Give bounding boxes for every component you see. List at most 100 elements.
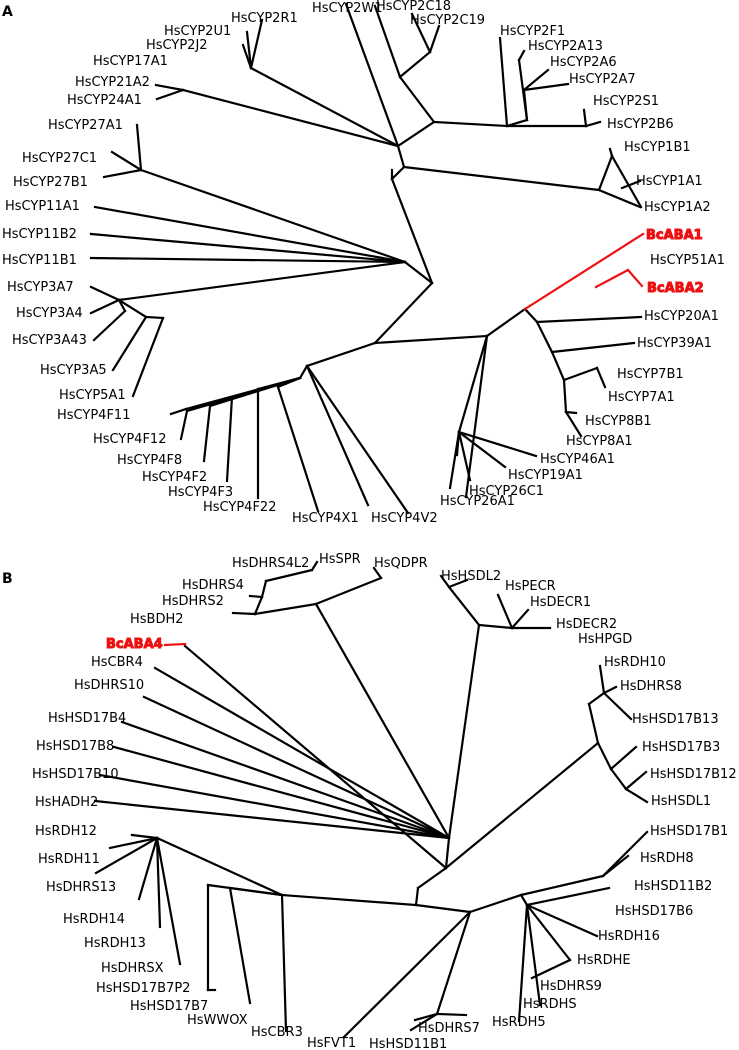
leaf-label: HsCYP2F1	[500, 24, 565, 39]
leaf-label: HsCYP27C1	[22, 151, 97, 166]
panel-b: B	[2, 552, 737, 1050]
leaf-label: HsCYP3A43	[12, 333, 87, 348]
leaf-label: HsDHRSX	[101, 961, 164, 976]
leaf-label: HsRDH11	[38, 852, 100, 867]
leaf-label: HsCYP2A7	[569, 72, 636, 87]
leaf-label: HsDHRS8	[620, 679, 682, 694]
leaf-label: HsDHRS9	[540, 979, 602, 994]
leaf-label: HsRDH5	[492, 1015, 546, 1030]
leaf-label: HsCYP2R1	[231, 11, 298, 26]
leaf-label: HsDHRS4	[182, 578, 244, 593]
leaf-label: HsDHRS7	[418, 1021, 480, 1036]
leaf-label: HsHSDL2	[441, 569, 501, 584]
leaf-label: HsCYP4F22	[203, 500, 276, 515]
leaf-label: HsCYP4F8	[117, 453, 182, 468]
leaf-label: HsRDHS	[523, 997, 577, 1012]
leaf-label: HsHSD17B6	[615, 904, 693, 919]
leaf-label: HsHSD17B7P2	[96, 981, 190, 996]
leaf-label: HsQDPR	[374, 556, 428, 571]
leaf-label: HsPECR	[505, 579, 556, 594]
panel-b-label: B	[2, 571, 13, 587]
leaf-label: HsFVT1	[307, 1036, 356, 1050]
leaf-label: HsCYP26C1	[469, 484, 544, 499]
leaf-label: HsCYP27B1	[13, 175, 88, 190]
leaf-label: HsCYP11B1	[2, 253, 77, 268]
leaf-label: HsRDH8	[640, 851, 694, 866]
leaf-label: HsCYP2B6	[607, 117, 674, 132]
leaf-label: HsCBR3	[251, 1025, 303, 1040]
leaf-label: HsHSD17B7	[130, 999, 208, 1014]
leaf-label: HsCYP1A1	[636, 174, 703, 189]
leaf-label: HsCYP5A1	[59, 388, 126, 403]
leaf-label: HsHSD17B10	[32, 767, 119, 782]
leaf-label: HsDECR2	[556, 617, 617, 632]
leaf-label: HsCYP4F3	[168, 485, 233, 500]
leaf-label: HsCYP8B1	[585, 414, 652, 429]
leaf-label: HsRDH10	[604, 655, 666, 670]
leaf-label: HsCYP1A2	[644, 200, 711, 215]
leaf-label: HsHSD17B3	[642, 740, 720, 755]
leaf-label: HsCYP7B1	[617, 367, 684, 382]
leaf-label: HsHSD11B2	[634, 879, 712, 894]
leaf-label: HsCYP2C19	[410, 13, 485, 28]
leaf-label: HsWWOX	[187, 1013, 248, 1028]
leaf-label: HsDHRS10	[74, 678, 144, 693]
leaf-label: HsCYP11A1	[5, 199, 80, 214]
panel-a-label: A	[2, 4, 13, 20]
leaf-label: HsCYP4V2	[371, 511, 438, 526]
highlighted-leaf-label: BcABA1	[646, 228, 703, 243]
leaf-label: HsCYP4F11	[57, 408, 130, 423]
leaf-label: HsCYP2U1	[164, 24, 231, 39]
leaf-label: HsRDH14	[63, 912, 125, 927]
leaf-label: HsCYP2W1	[312, 1, 383, 16]
leaf-label: HsCBR4	[91, 655, 143, 670]
leaf-label: HsCYP19A1	[508, 468, 583, 483]
leaf-label: HsDHRS13	[46, 880, 116, 895]
leaf-label: HsCYP2S1	[593, 94, 659, 109]
highlighted-leaf-label: BcABA4	[106, 637, 163, 652]
leaf-label: HsCYP17A1	[93, 54, 168, 69]
leaf-label: HsCYP2A6	[550, 55, 617, 70]
leaf-label: HsHPGD	[578, 632, 632, 647]
tree-a-branches	[89, 2, 645, 515]
leaf-label: HsRDH16	[598, 929, 660, 944]
leaf-label: HsCYP3A4	[16, 306, 83, 321]
leaf-label: HsSPR	[319, 552, 361, 567]
leaf-label: HsHSD17B8	[36, 739, 114, 754]
leaf-label: HsCYP4F2	[142, 470, 207, 485]
leaf-label: HsCYP21A2	[75, 75, 150, 90]
leaf-label: HsDHRS2	[162, 594, 224, 609]
leaf-label: HsHSD17B13	[632, 712, 719, 727]
leaf-label: HsCYP27A1	[48, 118, 123, 133]
tree-b-branches	[93, 560, 649, 1039]
leaf-label: HsCYP3A5	[40, 363, 107, 378]
leaf-label: HsCYP4F12	[93, 432, 166, 447]
leaf-label: HsCYP2J2	[146, 38, 208, 53]
leaf-label: HsCYP2A13	[528, 39, 603, 54]
leaf-label: HsDECR1	[530, 595, 591, 610]
leaf-label: HsCYP39A1	[637, 336, 712, 351]
leaf-label: HsHSD17B1	[650, 824, 728, 839]
leaf-label: HsCYP24A1	[67, 93, 142, 108]
leaf-label: HsCYP7A1	[608, 390, 675, 405]
leaf-label: HsCYP20A1	[644, 309, 719, 324]
leaf-label: HsHSD11B1	[369, 1037, 447, 1050]
leaf-label: HsCYP26A1	[440, 494, 515, 509]
leaf-label: HsCYP3A7	[7, 280, 74, 295]
leaf-label: HsRDHE	[577, 953, 631, 968]
tree-b-leaf-labels: HsDHRS4L2 HsSPR HsQDPR HsDHRS4 HsHSDL2 H…	[32, 552, 737, 1050]
leaf-label: HsCYP46A1	[540, 452, 615, 467]
leaf-label: HsHADH2	[35, 795, 98, 810]
highlighted-leaf-label: BcABA2	[647, 281, 704, 296]
leaf-label: HsCYP1B1	[624, 140, 691, 155]
leaf-label: HsHSD17B4	[48, 711, 126, 726]
leaf-label: HsRDH13	[84, 936, 146, 951]
leaf-label: HsCYP8A1	[566, 434, 633, 449]
leaf-label: HsDHRS4L2	[232, 556, 309, 571]
leaf-label: HsRDH12	[35, 824, 97, 839]
leaf-label: HsHSD17B12	[650, 767, 737, 782]
tree-a-leaf-labels: HsCYP2W1 HsCYP2C18 HsCYP2R1 HsCYP2C19 Hs…	[2, 0, 725, 526]
leaf-label: HsCYP4X1	[292, 511, 359, 526]
leaf-label: HsCYP11B2	[2, 227, 77, 242]
